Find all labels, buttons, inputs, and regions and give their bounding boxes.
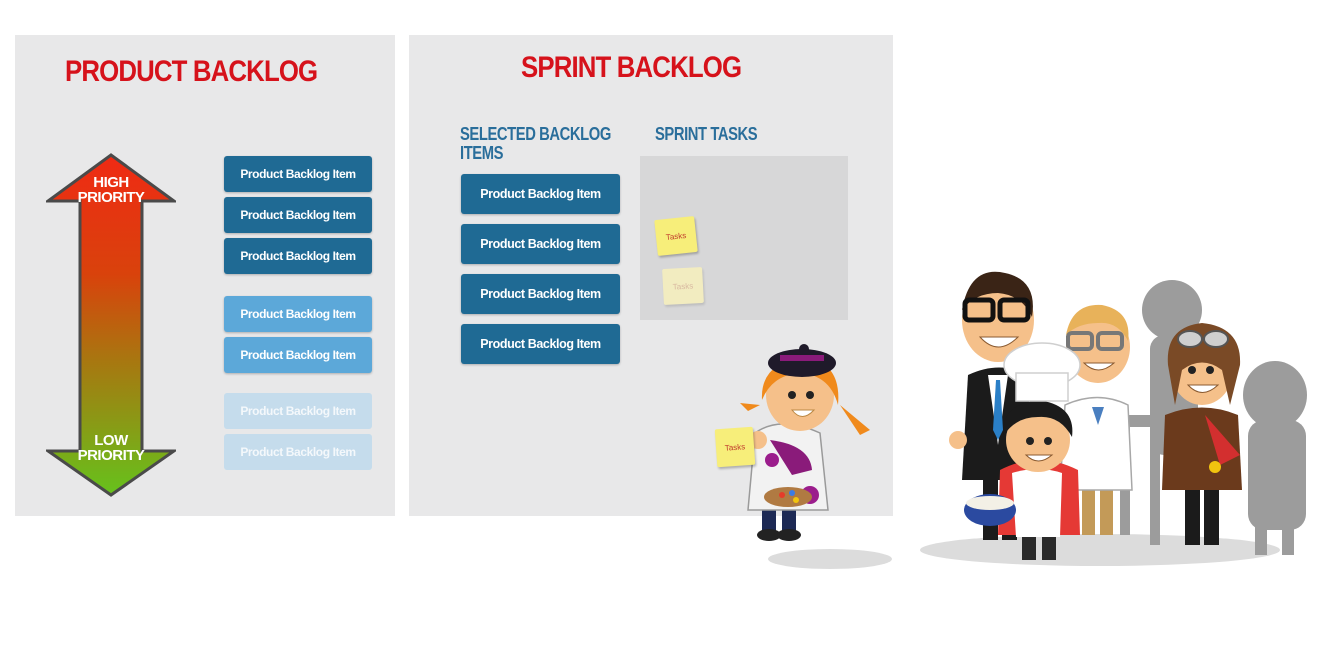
priority-arrow: HIGH PRIORITY LOW PRIORITY [43, 153, 179, 498]
selected-backlog-item: Product Backlog Item [461, 174, 620, 214]
sprint-tasks-title: SPRINT TASKS [655, 124, 758, 144]
product-backlog-item: Product Backlog Item [224, 238, 372, 274]
selected-backlog-item: Product Backlog Item [461, 224, 620, 264]
scrum-team-illustration: Tasks [700, 255, 1331, 605]
selected-backlog-item: Product Backlog Item [461, 324, 620, 364]
product-backlog-item: Product Backlog Item [224, 156, 372, 192]
product-backlog-item: Product Backlog Item [224, 393, 372, 429]
sprint-backlog-title: SPRINT BACKLOG [521, 51, 742, 84]
team-figures-icon [740, 271, 1307, 569]
high-priority-label: HIGH PRIORITY [46, 175, 176, 205]
low-label-line2: PRIORITY [77, 447, 145, 464]
selected-backlog-item: Product Backlog Item [461, 274, 620, 314]
product-backlog-item: Product Backlog Item [224, 296, 372, 332]
selected-backlog-items-title: SELECTED BACKLOG ITEMS [460, 124, 611, 163]
product-backlog-panel: PRODUCT BACKLOG HIGH PRIORITY LOW PRIORI… [15, 35, 395, 516]
product-backlog-item: Product Backlog Item [224, 434, 372, 470]
priority-arrow-icon [43, 153, 179, 497]
held-task-sticky-note: Tasks [714, 426, 756, 468]
high-label-line2: PRIORITY [77, 189, 145, 206]
task-sticky-note-faded: Tasks [662, 266, 704, 306]
high-label-line1: HIGH [93, 174, 129, 191]
low-label-line1: LOW [94, 432, 128, 449]
product-backlog-title: PRODUCT BACKLOG [65, 55, 318, 88]
product-backlog-item: Product Backlog Item [224, 337, 372, 373]
sprint-tasks-area: Tasks Tasks [640, 156, 848, 320]
low-priority-label: LOW PRIORITY [46, 433, 176, 463]
task-sticky-note: Tasks [654, 216, 698, 256]
product-backlog-item: Product Backlog Item [224, 197, 372, 233]
